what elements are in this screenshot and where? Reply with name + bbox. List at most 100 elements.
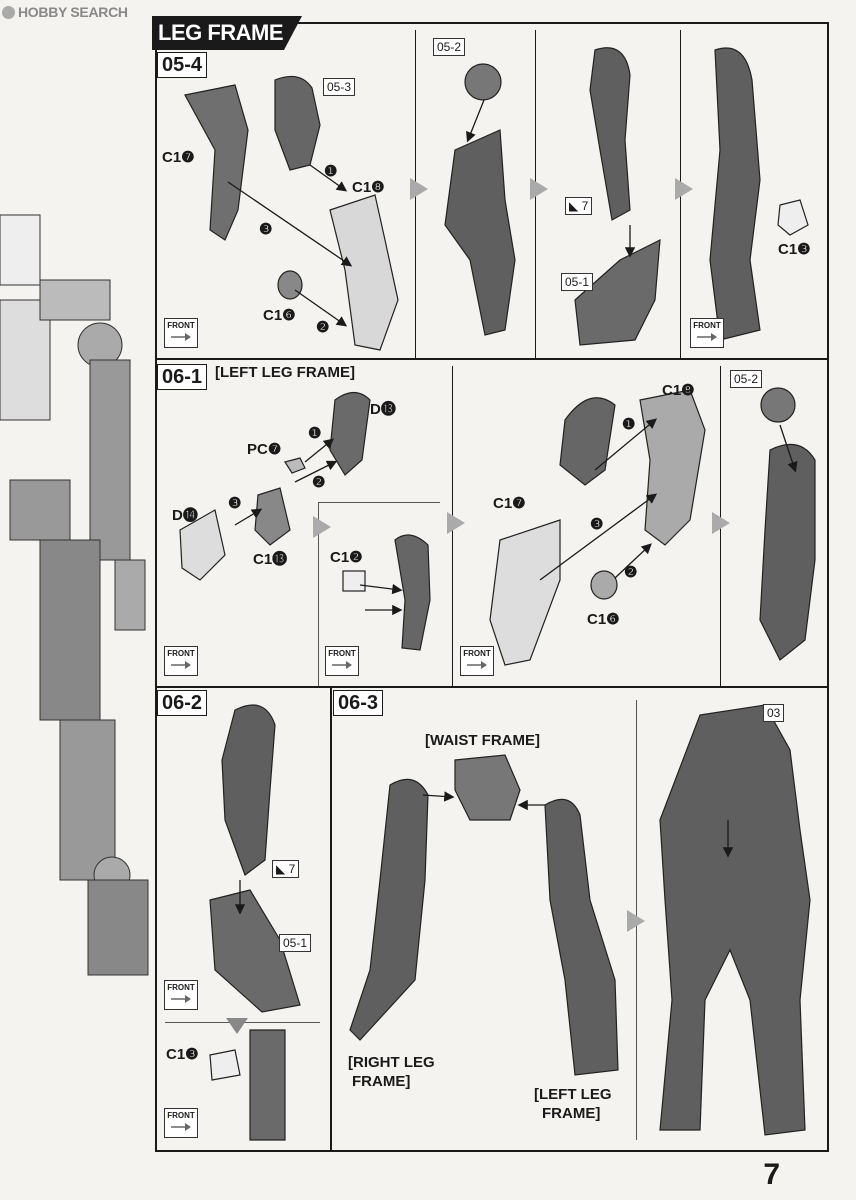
step-arrow-r1-1 [410,178,428,200]
order-3-a: ❸ [259,221,273,238]
section-left-leg-frame: [LEFT LEG FRAME] [215,364,355,381]
leg-assembly-r2-3 [759,443,816,661]
front-arrow-icon [467,661,487,669]
label-c13-b: C1❸ [166,1046,199,1063]
step-arrow-r3 [627,910,645,932]
section-waist-frame: [WAIST FRAME] [425,732,540,749]
label-c13-a: C1❸ [778,241,811,258]
front-badge-3: FRONT [164,646,198,676]
step-arrow-r2-2 [447,512,465,534]
part-upper-b [559,397,616,486]
ref-05-2-b: 05-2 [730,370,763,388]
label-c12: C1❷ [330,549,363,566]
glue-marker-b: ◣ 7 [272,860,300,878]
part-c17-b [489,519,561,666]
foot-051-a [574,238,661,346]
label-pc7: PC❼ [247,441,282,458]
part-c13-a [777,199,809,236]
order-1-c: ❶ [622,416,636,433]
front-text-3: FRONT [167,649,195,658]
front-arrow-icon [171,995,191,1003]
step-06-2: 06-2 [157,690,208,716]
leg-assembly-r3-1 [221,704,276,876]
front-badge-5: FRONT [460,646,494,676]
order-2-c: ❷ [624,564,638,581]
order-2-a: ❷ [316,319,330,336]
front-text-2: FRONT [693,321,721,330]
leg-r3-lower [249,1029,286,1141]
section-right-leg-l1: [RIGHT LEG [348,1054,435,1071]
part-c16-b [590,570,618,600]
foot-051-b [209,889,301,1013]
ref-05-2-a: 05-2 [433,38,466,56]
instruction-frame [155,22,829,1152]
leg-assembly-r1-3 [589,47,631,221]
part-d14 [179,509,226,581]
front-arrow-icon [697,333,717,341]
part-c12 [342,570,366,592]
front-text-4: FRONT [328,649,356,658]
order-1-b: ❶ [308,425,322,442]
col-divider-r2-inner [318,502,319,686]
front-arrow-icon [171,1123,191,1131]
step-arrow-r1-3 [675,178,693,200]
hobby-search-logo-icon [2,5,15,19]
step-arrow-r2-1 [313,516,331,538]
row-divider-1 [155,358,829,360]
label-c17-a: C1❼ [162,149,195,166]
glue-number-b: 7 [288,862,296,876]
label-c16-a: C1❻ [263,307,296,324]
order-2-b: ❷ [312,474,326,491]
step-05-4: 05-4 [157,52,208,78]
front-badge-2: FRONT [690,318,724,348]
label-d14: D⓮ [172,507,198,524]
label-d13: D⓭ [370,401,396,418]
left-leg-frame [544,798,619,1076]
waist-frame [454,754,521,821]
front-text-6: FRONT [167,983,195,992]
step-arrow-r2-3 [712,512,730,534]
order-1-a: ❶ [324,163,338,180]
glue-marker-a: ◣ 7 [565,197,593,215]
right-leg-frame [349,778,429,1041]
part-052-ball [464,63,502,101]
section-left-leg-l1: [LEFT LEG [534,1086,612,1103]
label-c17-b: C1❼ [493,495,526,512]
inner-box-top [318,502,440,503]
label-c16-b: C1❻ [587,611,620,628]
page-title: LEG FRAME [152,16,302,50]
full-frame-assembly [659,704,811,1136]
glue-number-a: 7 [581,199,589,213]
leg-part-r2-inner [394,534,431,651]
part-c18-b [639,389,706,546]
order-3-b: ❸ [228,495,242,512]
part-c17-a [184,84,249,241]
part-053 [274,75,321,171]
part-c18-a [329,194,399,351]
brand-text: HOBBY SEARCH [18,4,128,20]
step-arrow-down [226,1018,248,1034]
part-c13-b [209,1049,241,1081]
ref-05-3: 05-3 [323,78,356,96]
front-badge-1: FRONT [164,318,198,348]
label-c113: C1⓭ [253,551,288,568]
front-text-1: FRONT [167,321,195,330]
leg-assembly-r1-4 [709,47,761,341]
section-left-leg-l2: FRAME] [542,1105,601,1122]
step-06-1: 06-1 [157,364,208,390]
part-c113 [254,487,291,546]
section-right-leg-l2: FRAME] [352,1073,411,1090]
front-arrow-icon [171,661,191,669]
front-text-7: FRONT [167,1111,195,1120]
part-c16-a [277,270,303,300]
front-badge-4: FRONT [325,646,359,676]
row-divider-2 [155,686,829,688]
ref-03: 03 [763,704,785,722]
col-divider-r3 [330,686,332,1152]
part-d13 [329,391,371,476]
front-arrow-icon [171,333,191,341]
part-052-ball-b [760,387,796,423]
ref-05-1-b: 05-1 [279,934,312,952]
part-pc7 [284,457,306,474]
